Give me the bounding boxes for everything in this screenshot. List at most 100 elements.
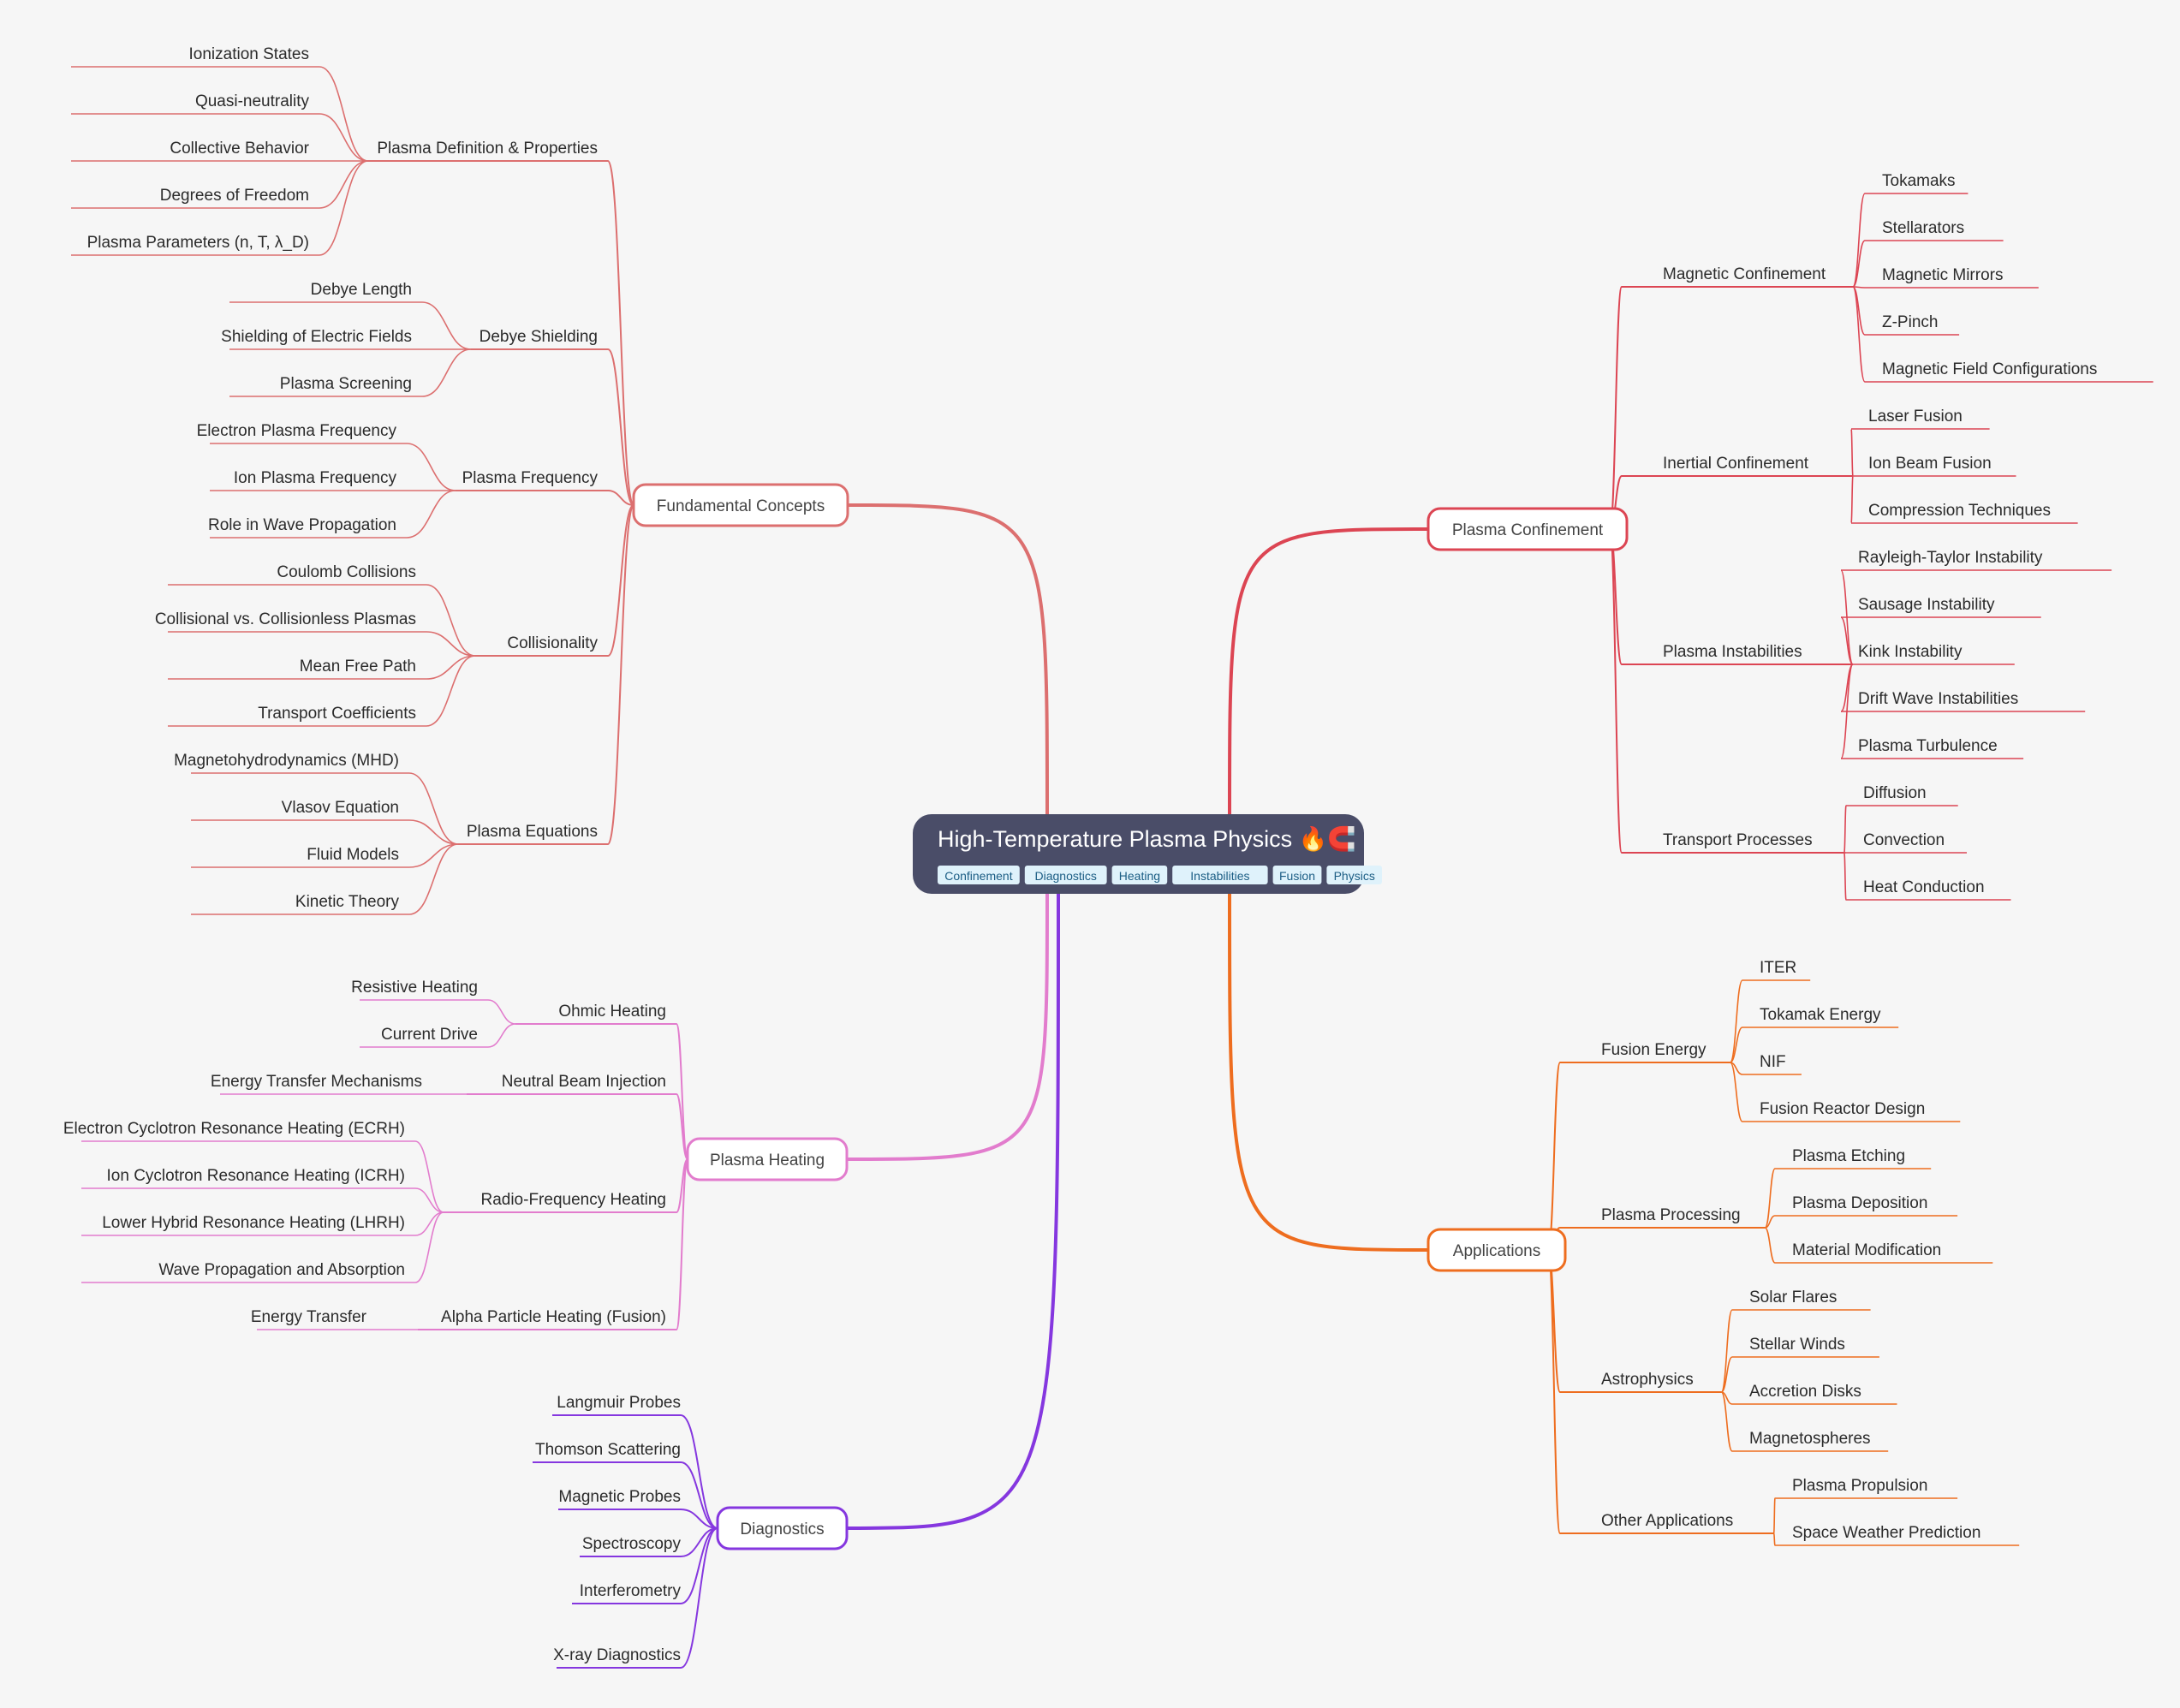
subtopic-spectroscopy[interactable]: Spectroscopy	[580, 1527, 718, 1557]
leaf-wave-propagation-and-absorption[interactable]: Wave Propagation and Absorption	[81, 1211, 444, 1283]
root-topic[interactable]: High-Temperature Plasma Physics 🔥🧲 Confi…	[913, 814, 1382, 894]
branch-box[interactable]	[632, 483, 849, 527]
leaf-ion-cyclotron-resonance-heating-icrh[interactable]: Ion Cyclotron Resonance Heating (ICRH)	[81, 1167, 444, 1213]
leaf-energy-transfer[interactable]: Energy Transfer	[251, 1308, 418, 1330]
branch-plasma-confinement[interactable]: Plasma Confinement	[1427, 507, 1629, 551]
connector	[1843, 852, 1847, 901]
leaf-diffusion[interactable]: Diffusion	[1843, 784, 1958, 854]
leaf-collective-behavior[interactable]: Collective Behavior	[71, 140, 368, 162]
leaf-heat-conduction[interactable]: Heat Conduction	[1843, 852, 2011, 901]
subtopic-transport-processes[interactable]: Transport ProcessesDiffusionConvectionHe…	[1609, 528, 2011, 901]
leaf-mean-free-path[interactable]: Mean Free Path	[168, 655, 476, 680]
root-tag-label: Instabilities	[1190, 869, 1249, 883]
leaf-plasma-propulsion[interactable]: Plasma Propulsion	[1772, 1477, 1958, 1534]
leaf-electron-plasma-frequency[interactable]: Electron Plasma Frequency	[197, 422, 456, 491]
leaf-shielding-of-electric-fields[interactable]: Shielding of Electric Fields	[221, 328, 471, 350]
subtopic-interferometry[interactable]: Interferometry	[572, 1527, 718, 1604]
leaf-z-pinch[interactable]: Z-Pinch	[1852, 286, 1960, 336]
leaf-stellarators[interactable]: Stellarators	[1852, 219, 2004, 288]
leaf-ion-plasma-frequency[interactable]: Ion Plasma Frequency	[210, 469, 456, 491]
leaf-current-drive[interactable]: Current Drive	[360, 1023, 516, 1048]
leaf-vlasov-equation[interactable]: Vlasov Equation	[191, 799, 459, 845]
leaf-label: Convection	[1863, 831, 1945, 849]
subtopic-magnetic-confinement[interactable]: Magnetic ConfinementTokamaksStellarators…	[1609, 172, 2153, 530]
leaf-rayleigh-taylor-instability[interactable]: Rayleigh-Taylor Instability	[1840, 549, 2112, 665]
leaf-magnetohydrodynamics-mhd[interactable]: Magnetohydrodynamics (MHD)	[174, 752, 459, 845]
branch-fundamental-concepts[interactable]: Fundamental Concepts	[632, 483, 849, 527]
leaf-stellar-winds[interactable]: Stellar Winds	[1720, 1336, 1879, 1393]
leaf-accretion-disks[interactable]: Accretion Disks	[1721, 1383, 1897, 1405]
leaf-magnetic-mirrors[interactable]: Magnetic Mirrors	[1852, 266, 2039, 289]
branch-box[interactable]	[1427, 1228, 1567, 1272]
leaf-degrees-of-freedom[interactable]: Degrees of Freedom	[71, 160, 369, 209]
leaf-energy-transfer-mechanisms[interactable]: Energy Transfer Mechanisms	[211, 1073, 468, 1095]
leaf-resistive-heating[interactable]: Resistive Heating	[351, 979, 516, 1025]
branch-plasma-heating[interactable]: Plasma Heating	[686, 1137, 849, 1181]
leaf-iter[interactable]: ITER	[1729, 959, 1811, 1063]
leaf-space-weather-prediction[interactable]: Space Weather Prediction	[1772, 1524, 2020, 1546]
leaf-drift-wave-instabilities[interactable]: Drift Wave Instabilities	[1840, 664, 2086, 712]
leaf-solar-flares[interactable]: Solar Flares	[1720, 1288, 1871, 1393]
leaf-tokamak-energy[interactable]: Tokamak Energy	[1730, 1006, 1899, 1063]
leaf-fusion-reactor-design[interactable]: Fusion Reactor Design	[1729, 1062, 1961, 1122]
leaf-material-modification[interactable]: Material Modification	[1764, 1227, 1993, 1264]
leaf-plasma-turbulence[interactable]: Plasma Turbulence	[1840, 664, 2024, 759]
leaf-tokamaks[interactable]: Tokamaks	[1852, 172, 1969, 288]
root-tag-physics: Physics	[1326, 866, 1382, 884]
leaf-sausage-instability[interactable]: Sausage Instability	[1840, 596, 2041, 665]
leaf-compression-techniques[interactable]: Compression Techniques	[1850, 475, 2078, 524]
subtopic-alpha-particle-heating-fusion[interactable]: Alpha Particle Heating (Fusion)Energy Tr…	[251, 1158, 688, 1330]
subtopic-x-ray-diagnostics[interactable]: X-ray Diagnostics	[553, 1527, 718, 1669]
leaf-coulomb-collisions[interactable]: Coulomb Collisions	[168, 563, 476, 657]
branch-box[interactable]	[686, 1137, 849, 1181]
leaf-debye-length[interactable]: Debye Length	[229, 281, 472, 350]
leaf-magnetospheres[interactable]: Magnetospheres	[1720, 1391, 1889, 1452]
branch-box[interactable]	[1427, 507, 1629, 551]
leaf-quasi-neutrality[interactable]: Quasi-neutrality	[71, 92, 369, 162]
subtopic-magnetic-probes[interactable]: Magnetic Probes	[558, 1488, 718, 1529]
leaf-convection[interactable]: Convection	[1843, 831, 1967, 854]
leaf-label: Fusion Reactor Design	[1760, 1100, 1925, 1118]
subtopic-plasma-definition-properties[interactable]: Plasma Definition & PropertiesIonization…	[71, 45, 634, 506]
subtopic-langmuir-probes[interactable]: Langmuir Probes	[552, 1394, 718, 1529]
connector	[1850, 475, 1854, 524]
subtopic-thomson-scattering[interactable]: Thomson Scattering	[533, 1441, 718, 1529]
leaf-plasma-parameters-n-t-d[interactable]: Plasma Parameters (n, T, λ_D)	[71, 160, 369, 256]
leaf-label: Kink Instability	[1858, 643, 1963, 661]
leaf-laser-fusion[interactable]: Laser Fusion	[1850, 408, 1990, 477]
leaf-magnetic-field-configurations[interactable]: Magnetic Field Configurations	[1852, 286, 2153, 383]
leaf-plasma-etching[interactable]: Plasma Etching	[1764, 1147, 1932, 1229]
leaf-plasma-screening[interactable]: Plasma Screening	[229, 348, 472, 397]
branch-diagnostics[interactable]: Diagnostics	[716, 1506, 849, 1550]
leaf-collisional-vs-collisionless-plasmas[interactable]: Collisional vs. Collisionless Plasmas	[155, 610, 476, 657]
leaf-kink-instability[interactable]: Kink Instability	[1841, 643, 2015, 665]
leaf-fluid-models[interactable]: Fluid Models	[191, 843, 459, 868]
leaf-label: Heat Conduction	[1863, 878, 1985, 896]
branch-applications[interactable]: Applications	[1427, 1228, 1567, 1272]
leaf-role-in-wave-propagation[interactable]: Role in Wave Propagation	[208, 490, 456, 539]
branch-box[interactable]	[716, 1506, 849, 1550]
leaf-transport-coefficients[interactable]: Transport Coefficients	[168, 655, 476, 727]
leaf-plasma-deposition[interactable]: Plasma Deposition	[1765, 1194, 1958, 1229]
leaf-kinetic-theory[interactable]: Kinetic Theory	[191, 843, 459, 915]
leaf-nif[interactable]: NIF	[1730, 1053, 1802, 1075]
leaf-electron-cyclotron-resonance-heating-ecrh[interactable]: Electron Cyclotron Resonance Heating (EC…	[63, 1120, 444, 1213]
leaf-lower-hybrid-resonance-heating-lhrh[interactable]: Lower Hybrid Resonance Heating (LHRH)	[81, 1211, 444, 1236]
leaf-ion-beam-fusion[interactable]: Ion Beam Fusion	[1851, 455, 2016, 477]
leaf-label: NIF	[1760, 1053, 1786, 1071]
leaf-ionization-states[interactable]: Ionization States	[71, 45, 369, 162]
